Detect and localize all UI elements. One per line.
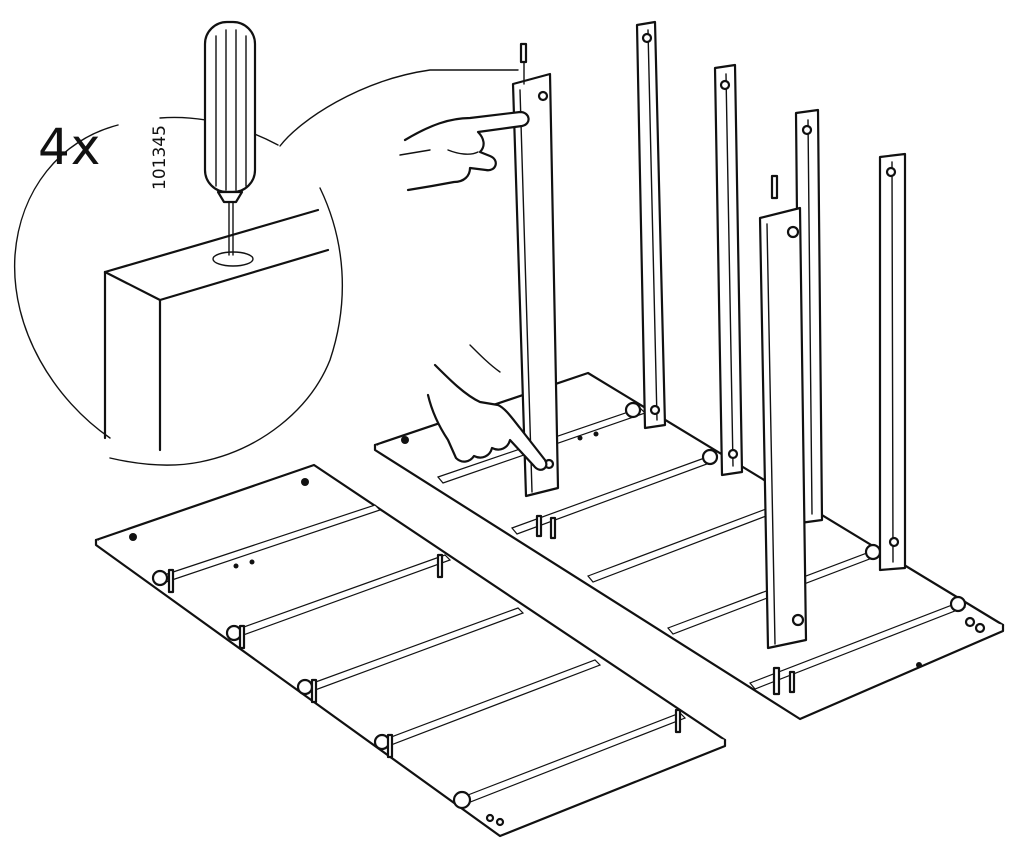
detail-callout — [13, 20, 519, 466]
left-panel — [94, 463, 727, 838]
callout-circle — [13, 124, 119, 439]
quantity-label: 4x — [38, 118, 102, 176]
upright-rail-4 — [878, 152, 907, 572]
part-number-label: 101345 — [150, 125, 170, 190]
upright-rail-2 — [713, 63, 744, 477]
upright-side-panel-left — [511, 42, 560, 498]
upright-side-panel-right — [758, 174, 808, 650]
hand-pointing-icon — [399, 110, 530, 192]
upright-rail-1 — [635, 20, 667, 430]
board-closeup — [103, 208, 330, 452]
hand-pointing-icon — [426, 344, 548, 471]
screwdriver-icon — [203, 20, 257, 256]
panel-rails — [153, 504, 687, 807]
